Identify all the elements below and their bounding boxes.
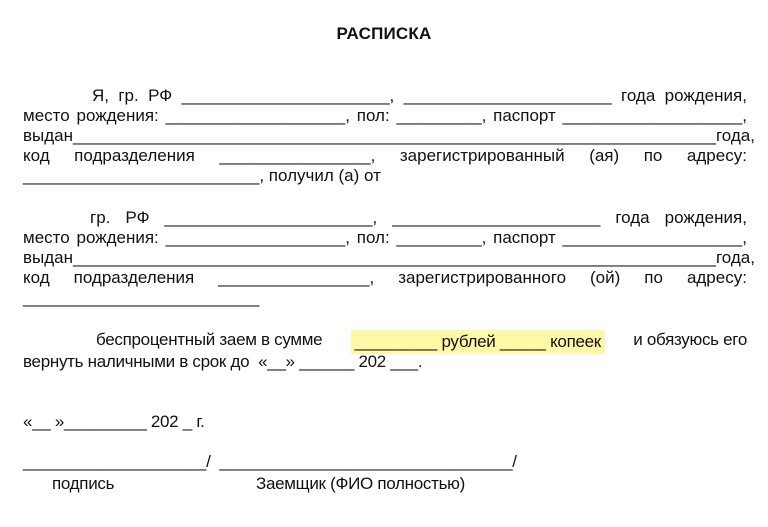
text: (ой) [590,268,621,287]
text: и обязуюсь его [633,330,747,349]
lender-line-3: выдан __________________________________… [23,126,755,146]
lender-line-1: Я, гр. РФ ______________________, ______… [92,86,747,106]
text: код [23,268,50,287]
date-line: «__ »_________ 202 _ г. [23,412,747,432]
text: пол: [356,106,390,125]
text: РФ [125,208,150,227]
address-field[interactable]: _________________________ [23,288,260,307]
text: подразделения [73,268,195,287]
lender-line-2: место рождения: ___________________, пол… [23,106,747,126]
text: года, [715,126,755,145]
loan-amount-field[interactable]: _________ рублей _____ копеек [350,330,605,354]
issued-by-field[interactable]: ________________________________________… [73,248,490,267]
birth-year-field[interactable]: ______________________ [392,208,601,227]
text: рождения: [76,106,159,125]
text: года [615,208,650,227]
repayment-date-field[interactable]: вернуть наличными в срок до «__» ______ … [23,352,423,371]
lender-line-4: код подразделения ________________, заре… [23,146,747,166]
text: по [643,146,663,165]
text: гр. [90,208,111,227]
birth-year-field[interactable]: ______________________ [403,86,612,105]
borrower-line-2: место рождения: ___________________, пол… [23,228,747,248]
issued-by-field[interactable]: ________________________________________… [73,126,490,145]
birthplace-field[interactable]: ___________________, [165,106,350,125]
passport-field[interactable]: ___________________, [562,228,747,247]
text: рождения, [664,86,747,105]
name-field[interactable]: ______________________, [181,86,395,105]
address-field[interactable]: _________________________, получил (а) о… [23,166,381,185]
text: гр. [118,86,139,105]
issue-date-field[interactable]: ________________________ [489,248,716,267]
text: адресу: [686,268,747,287]
loan-line-1: беспроцентный заем в сумме _________ руб… [96,330,747,354]
text: выдан [23,126,74,145]
text: паспорт [493,106,556,125]
borrower-line-3: выдан __________________________________… [23,248,755,268]
text: по [644,268,663,287]
text: зарегистрированного [398,268,567,287]
lender-line-5: _________________________, получил (а) о… [23,166,747,186]
text: года [621,86,656,105]
division-code-field[interactable]: ________________, [218,268,375,287]
text: рождения: [76,228,159,247]
borrower-line-4: код подразделения ________________, заре… [23,268,747,288]
text: пол: [356,228,390,247]
borrower-line-1: гр. РФ ______________________, _________… [90,208,747,228]
text: адресу: [686,146,747,165]
text: года, [715,248,755,267]
passport-field[interactable]: ___________________, [562,106,747,125]
text: выдан [23,248,74,267]
borrower-line-5: _________________________ [23,288,747,308]
text: беспроцентный заем в сумме [96,330,323,349]
text: место [23,106,70,125]
text: паспорт [493,228,556,247]
text: зарегистрированный [399,146,565,165]
text: РФ [148,86,173,105]
signature-line: ____________________/ __________________… [23,452,747,472]
text: Я, [92,86,109,105]
text: подразделения [74,146,195,165]
borrower-name-label: Заемщик (ФИО полностью) [256,474,465,493]
text: код [23,146,50,165]
loan-line-2: вернуть наличными в срок до «__» ______ … [23,352,747,372]
division-code-field[interactable]: ________________, [219,146,376,165]
sex-field[interactable]: _________, [396,106,487,125]
signature-label: подпись [52,474,115,493]
text: рождения, [664,208,747,227]
birthplace-field[interactable]: ___________________, [165,228,350,247]
sex-field[interactable]: _________, [396,228,487,247]
document-title: РАСПИСКА [336,24,432,43]
name-field[interactable]: ______________________, [164,208,378,227]
text: (ая) [589,146,620,165]
signature-field[interactable]: ____________________/ __________________… [23,452,517,471]
issue-date-field[interactable]: ________________________ [489,126,716,145]
text: место [23,228,70,247]
document-date-field[interactable]: «__ »_________ 202 _ г. [23,412,205,431]
